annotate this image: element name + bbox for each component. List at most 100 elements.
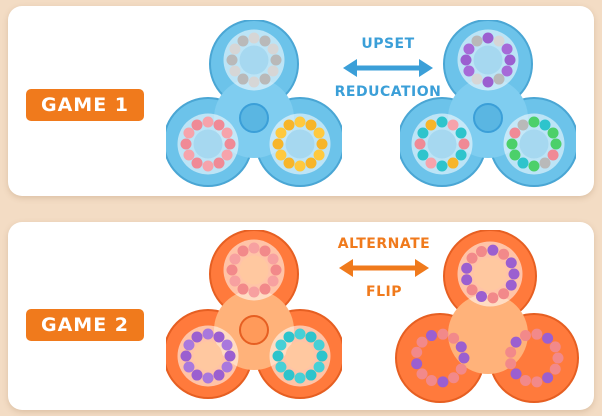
bead (455, 363, 467, 375)
bead (475, 246, 487, 258)
bead (229, 65, 241, 77)
orange-spinner-solved (166, 230, 342, 399)
bead (505, 346, 517, 358)
bead (517, 157, 529, 169)
bead (458, 138, 470, 150)
bead (275, 149, 287, 161)
purple-bead-path (411, 241, 564, 388)
bead (519, 330, 531, 342)
bead (267, 43, 279, 55)
bead (229, 43, 241, 55)
bead (504, 54, 516, 66)
bead (229, 275, 241, 287)
bead (448, 372, 460, 384)
bead (226, 264, 238, 276)
bead (237, 73, 249, 85)
bead (461, 262, 473, 274)
bead (416, 368, 428, 380)
bead (313, 339, 325, 351)
bead (305, 369, 317, 381)
bead (275, 339, 287, 351)
bead (221, 339, 233, 351)
bead (248, 242, 260, 254)
right-ring-mixed (503, 113, 565, 175)
bead (531, 328, 543, 340)
bead (425, 119, 437, 131)
bead (275, 127, 287, 139)
bead (549, 363, 561, 375)
game-1-badge: GAME 1 (26, 89, 144, 121)
bead (202, 160, 214, 172)
bead (461, 274, 473, 286)
bead (275, 361, 287, 373)
bead (270, 264, 282, 276)
bead (221, 361, 233, 373)
bead (224, 138, 236, 150)
bead (505, 279, 517, 291)
bead (506, 138, 518, 150)
bead (552, 352, 564, 364)
top-ring-mixed (457, 29, 519, 91)
bead (510, 368, 522, 380)
bead (224, 350, 236, 362)
bead (283, 369, 295, 381)
bead (411, 346, 423, 358)
bead (221, 127, 233, 139)
bead (313, 127, 325, 139)
bead (213, 119, 225, 131)
game-1-panel: GAME 1 UPSET REDUCATION (8, 6, 594, 196)
bead (493, 73, 505, 85)
bead (417, 149, 429, 161)
bead (471, 35, 483, 47)
game-1-middle: UPSET REDUCATION (328, 36, 448, 100)
left-ring-pink (177, 113, 239, 175)
bead (517, 119, 529, 131)
bead (272, 350, 284, 362)
bead (202, 372, 214, 384)
bead (460, 54, 472, 66)
bead (466, 252, 478, 264)
bead (417, 127, 429, 139)
bead (237, 283, 249, 295)
bead (463, 43, 475, 55)
bead (531, 376, 543, 388)
bead (316, 138, 328, 150)
bead (411, 358, 423, 370)
bead (475, 290, 487, 302)
bead (498, 288, 510, 300)
bead (493, 35, 505, 47)
bead (213, 157, 225, 169)
bead (505, 358, 517, 370)
bead (509, 127, 521, 139)
bead (294, 372, 306, 384)
bead (482, 32, 494, 44)
bead (542, 372, 554, 384)
bead (498, 248, 510, 260)
bead (267, 253, 279, 265)
bead (550, 138, 562, 150)
bead (248, 286, 260, 298)
bead (501, 65, 513, 77)
bead (259, 245, 271, 257)
bead (180, 350, 192, 362)
blue-spinner-solved (166, 20, 342, 187)
bead (283, 331, 295, 343)
bead (283, 119, 295, 131)
upset-label: UPSET (361, 36, 415, 52)
bead (458, 352, 470, 364)
bead (448, 332, 460, 344)
bead (191, 119, 203, 131)
bead (213, 331, 225, 343)
bead (455, 149, 467, 161)
flip-label: FLIP (366, 284, 402, 300)
bead (191, 331, 203, 343)
bead (463, 65, 475, 77)
game-2-panel: GAME 2 ALTERNATE FLIP (8, 222, 594, 410)
bead (305, 157, 317, 169)
game-2-badge: GAME 2 (26, 309, 144, 341)
left-ring-purple (177, 325, 239, 387)
game-2-middle: ALTERNATE FLIP (324, 236, 444, 300)
bead (487, 244, 499, 256)
bead (447, 119, 459, 131)
left-ring-mixed (411, 113, 473, 175)
